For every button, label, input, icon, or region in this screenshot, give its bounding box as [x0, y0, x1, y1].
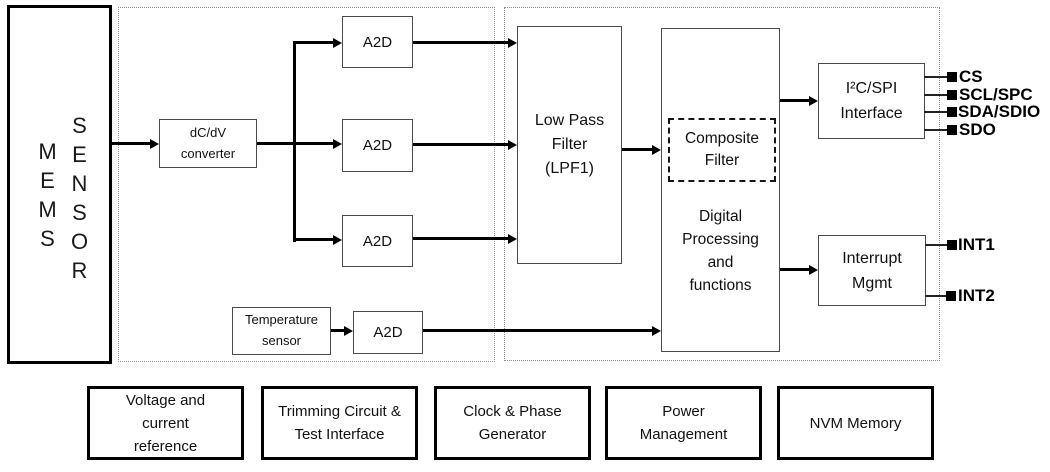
- digital-processing-block: Digital Processing and functions: [661, 28, 780, 352]
- pin-label-sda-sdio: SDA/SDIO: [958, 102, 1041, 121]
- a2d-label-temperature: A2D: [373, 324, 403, 341]
- interrupt-mgmt-block: Interrupt Mgmt: [818, 235, 926, 306]
- pin-label-int2: INT2: [958, 286, 995, 305]
- pin-square-int1: [947, 240, 957, 250]
- composite-filter-label: Composite Filter: [684, 129, 760, 169]
- low-pass-filter-block: Low Pass Filter (LPF1): [517, 26, 622, 264]
- i2c-spi-interface-block: I²C/SPI Interface: [818, 63, 925, 139]
- arrow-digital-to-i2c-line: [780, 99, 810, 102]
- power-management-block: Power Management: [605, 386, 762, 460]
- a2d-label-3: A2D: [362, 232, 393, 250]
- arrow-tempa2d-to-digital-line: [423, 329, 653, 332]
- clock-phase-generator-block: Clock & Phase Generator: [434, 386, 591, 460]
- arrow-digital-to-i2c-head: [809, 96, 818, 106]
- voltage-current-reference-block: Voltage and current reference: [87, 386, 244, 460]
- a2d-block-temperature: A2D: [353, 311, 423, 354]
- a2d-block-1: A2D: [342, 16, 413, 68]
- analog-front-end-region: [118, 7, 495, 362]
- arrow-a2d2-to-lpf-line: [413, 143, 509, 146]
- temperature-sensor-block: Temperature sensor: [232, 307, 331, 355]
- voltage-current-reference-label: Voltage and current reference: [125, 391, 206, 455]
- nvm-memory-block: NVM Memory: [777, 386, 934, 460]
- interrupt-mgmt-label: Interrupt Mgmt: [842, 249, 902, 292]
- arrow-a2d2-to-lpf-head: [508, 140, 517, 150]
- arrow-digital-to-interrupt-head: [809, 265, 818, 275]
- arrow-lpf-to-digital-head: [652, 145, 661, 155]
- arrow-a2d3-to-lpf-line: [413, 237, 509, 240]
- pin-label-scl-spc: SCL/SPC: [959, 85, 1033, 104]
- pin-line-sdo: [924, 129, 948, 131]
- digital-processing-label: Digital Processing and functions: [682, 208, 759, 294]
- arrow-branch-to-a2d3-head: [333, 235, 342, 245]
- arrow-dcdv-to-a2d2-head: [333, 139, 342, 149]
- pin-line-sda-sdio: [924, 111, 948, 113]
- arrow-a2d1-to-lpf-line: [413, 41, 509, 44]
- mems-label-column1: MEMS: [35, 139, 60, 255]
- dcdv-converter-block: dC/dV converter: [159, 119, 257, 168]
- nvm-memory-label: NVM Memory: [809, 414, 902, 432]
- arrow-lpf-to-digital-line: [622, 148, 653, 151]
- pin-line-int1: [925, 244, 948, 246]
- dcdv-branch-vertical-line: [293, 42, 296, 242]
- pin-label-sdo: SDO: [959, 120, 996, 139]
- arrow-a2d3-to-lpf-head: [508, 234, 517, 244]
- trimming-circuit-block: Trimming Circuit & Test Interface: [261, 386, 418, 460]
- pin-square-sda-sdio: [947, 107, 957, 117]
- pin-label-int1: INT1: [958, 235, 995, 254]
- pin-square-cs: [947, 72, 957, 82]
- pin-line-cs: [924, 76, 948, 78]
- arrow-digital-to-interrupt-line: [780, 268, 810, 271]
- mems-label-column2: SENSOR: [67, 113, 92, 287]
- arrow-tempa2d-to-digital-head: [652, 326, 661, 336]
- digital-section-region: [504, 7, 940, 361]
- composite-filter-block: Composite Filter: [668, 118, 776, 182]
- pin-label-cs: CS: [959, 67, 983, 86]
- power-management-label: Power Management: [639, 403, 728, 443]
- arrow-a2d1-to-lpf-head: [508, 38, 517, 48]
- pin-line-int2: [925, 295, 948, 297]
- trimming-circuit-label: Trimming Circuit & Test Interface: [278, 403, 401, 443]
- a2d-block-2: A2D: [342, 119, 413, 172]
- arrow-branch-to-a2d3-line: [293, 238, 334, 241]
- arrow-mems-to-dcdv-line: [112, 142, 151, 145]
- low-pass-filter-label: Low Pass Filter (LPF1): [534, 112, 605, 177]
- arrow-temp-to-a2d-line: [331, 329, 345, 332]
- a2d-label-1: A2D: [362, 33, 393, 51]
- pin-square-scl-spc: [947, 90, 957, 100]
- dcdv-converter-label: dC/dV converter: [180, 124, 236, 161]
- pin-line-scl-spc: [924, 94, 948, 96]
- arrow-branch-to-a2d1-head: [333, 38, 342, 48]
- arrow-branch-to-a2d1-line: [293, 41, 334, 44]
- a2d-block-3: A2D: [342, 215, 413, 267]
- arrow-mems-to-dcdv-head: [150, 139, 159, 149]
- a2d-label-2: A2D: [362, 137, 393, 154]
- pin-square-sdo: [947, 125, 957, 135]
- clock-phase-generator-label: Clock & Phase Generator: [463, 403, 562, 443]
- temperature-sensor-label: Temperature sensor: [245, 312, 318, 348]
- i2c-spi-interface-label: I²C/SPI Interface: [840, 80, 903, 122]
- arrow-temp-to-a2d-head: [344, 326, 353, 336]
- mems-sensor-block: MEMS SENSOR: [7, 5, 112, 364]
- pin-square-int2: [946, 291, 956, 301]
